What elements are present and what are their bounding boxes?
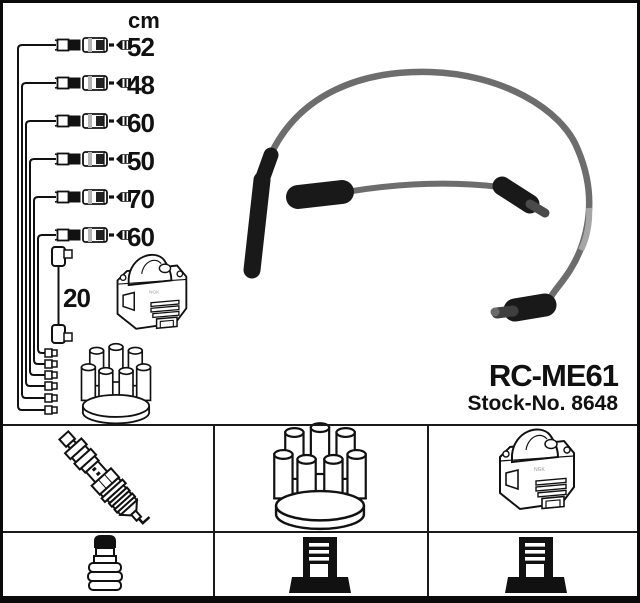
cable-connectors — [54, 37, 132, 243]
straight-boot — [243, 171, 271, 279]
cable-route — [21, 82, 56, 399]
short-wire-left-boot — [286, 180, 354, 209]
coil-terminal-icon — [505, 537, 567, 593]
cable-ladder-schematic — [17, 44, 56, 411]
short-wire — [343, 180, 503, 195]
legend-column-divider — [213, 424, 215, 596]
legend-top-divider — [0, 424, 640, 426]
short-wire-right-boot — [492, 176, 540, 214]
cable-route — [29, 158, 56, 376]
cable-length-label: 60 — [127, 108, 155, 138]
legend-column-divider — [427, 424, 429, 596]
cable-length-label: 50 — [127, 146, 155, 176]
legend-row-divider — [0, 531, 640, 533]
distributor-cap-drawing — [80, 342, 152, 425]
cable-route — [37, 234, 56, 354]
wire-label-sleeve — [578, 207, 593, 252]
frame-border-bottom — [0, 596, 640, 603]
distributor-terminal-icon — [289, 537, 351, 593]
cable-route — [17, 44, 56, 411]
frame-border-right — [637, 0, 640, 603]
part-number: RC-ME61 — [488, 358, 619, 393]
wire-set-photo — [243, 68, 593, 322]
cable-length-label: 48 — [127, 70, 155, 100]
terminal-clip — [490, 307, 500, 317]
cable-route — [33, 196, 56, 365]
distributor-cap-icon — [273, 422, 367, 531]
angle-boot — [503, 293, 557, 322]
distributor-end-stubs — [44, 348, 58, 415]
cable-route — [25, 120, 56, 387]
short-wire-terminal — [525, 199, 550, 218]
straight-boot-elbow — [254, 147, 279, 188]
plug-boot-terminal-icon — [87, 535, 123, 591]
stock-number: Stock-No. 8648 — [467, 392, 618, 415]
cable-length-label: 52 — [127, 32, 155, 62]
metal-terminal — [491, 305, 519, 319]
frame-border-top — [0, 0, 640, 3]
coil-wire-length-label: 20 — [63, 283, 91, 313]
ignition-coil-icon — [499, 428, 575, 510]
cable-length-label: 70 — [127, 184, 155, 214]
unit-label: cm — [128, 8, 160, 33]
cable-length-label: 60 — [127, 222, 155, 252]
frame-border-left — [0, 0, 3, 603]
coil-wire-drawing — [51, 246, 73, 344]
ignition-coil-drawing — [116, 253, 188, 330]
spark-plug-icon — [57, 429, 151, 525]
